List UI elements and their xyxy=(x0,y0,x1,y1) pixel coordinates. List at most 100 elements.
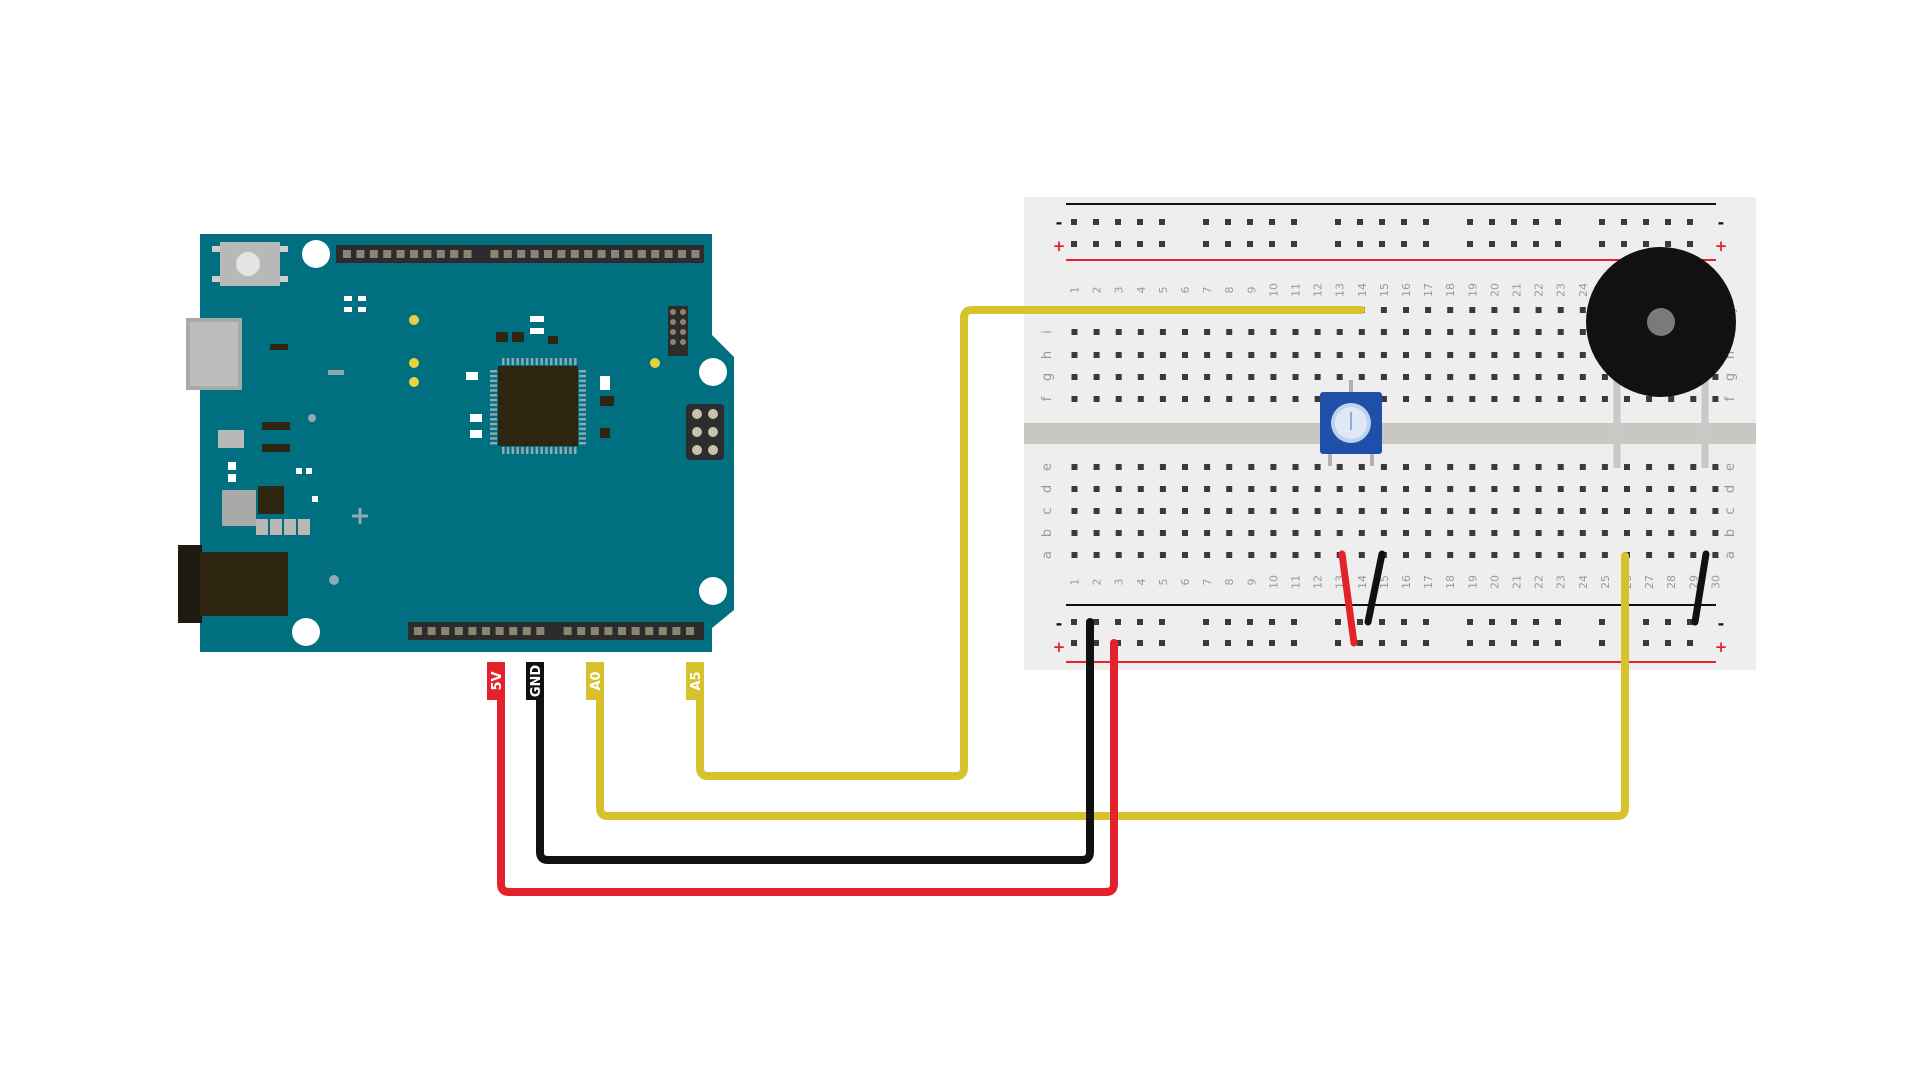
breadboard-hole xyxy=(1182,396,1188,402)
breadboard-hole xyxy=(1624,464,1630,470)
rail-hole xyxy=(1269,619,1275,625)
rail-hole xyxy=(1071,241,1077,247)
pin-label-5v-text: 5V xyxy=(490,671,505,690)
breadboard-hole xyxy=(1712,486,1719,492)
breadboard-hole xyxy=(1248,374,1255,380)
breadboard-hole xyxy=(1469,329,1476,335)
breadboard-hole xyxy=(1314,508,1321,514)
header-pin xyxy=(343,250,351,258)
breadboard-hole xyxy=(1182,486,1188,492)
breadboard-hole xyxy=(1469,374,1476,380)
breadboard-hole xyxy=(1668,396,1675,402)
row-letter: d xyxy=(1723,485,1738,493)
row-letter: g xyxy=(1040,373,1055,381)
breadboard-hole xyxy=(1491,552,1498,558)
wire-5v-to-plus-rail xyxy=(497,639,1118,896)
breadboard-hole xyxy=(1535,486,1542,492)
rail-minus-symbol: - xyxy=(1718,213,1725,232)
column-number: 20 xyxy=(1488,283,1501,297)
breadboard-hole xyxy=(1182,329,1188,335)
rail-hole xyxy=(1511,640,1517,646)
rail-hole xyxy=(1621,219,1627,225)
rail-hole xyxy=(1291,640,1297,646)
rail-hole xyxy=(1291,619,1297,625)
breadboard-hole xyxy=(1557,329,1564,335)
power-jack xyxy=(178,545,288,623)
breadboard-hole xyxy=(1557,552,1564,558)
column-number: 24 xyxy=(1577,575,1590,589)
breadboard-hole xyxy=(1535,352,1542,358)
column-number: 6 xyxy=(1179,287,1192,294)
rail-hole xyxy=(1379,619,1385,625)
breadboard-hole xyxy=(1447,352,1454,358)
rail-hole xyxy=(1511,619,1517,625)
analog-power-header xyxy=(408,622,704,640)
header-pin xyxy=(611,250,619,258)
rail-hole xyxy=(1423,219,1429,225)
breadboard-hole xyxy=(1579,396,1586,402)
breadboard-hole xyxy=(1380,352,1387,358)
rail-hole xyxy=(1643,619,1649,625)
rail-hole xyxy=(1599,219,1605,225)
header-pin xyxy=(490,250,499,258)
breadboard-hole xyxy=(1447,486,1454,492)
breadboard-hole xyxy=(1491,508,1498,514)
breadboard-hole xyxy=(1712,508,1719,514)
header-pin xyxy=(463,250,472,258)
rail-hole xyxy=(1467,640,1473,646)
header-pin xyxy=(631,627,640,635)
column-number: 14 xyxy=(1356,283,1369,297)
breadboard-hole xyxy=(1358,374,1365,380)
column-number: 22 xyxy=(1533,283,1546,297)
breadboard-hole xyxy=(1115,552,1122,558)
breadboard-hole xyxy=(1137,352,1144,358)
breadboard-hole xyxy=(1579,464,1586,470)
breadboard-hole xyxy=(1093,486,1100,492)
column-number: 19 xyxy=(1466,283,1479,297)
wire-gnd-to-minus-rail xyxy=(536,618,1094,864)
rail-hole xyxy=(1247,619,1253,625)
breadboard-hole xyxy=(1292,352,1299,358)
column-number: 29 xyxy=(1687,575,1700,589)
pin-label-a0-text: A0 xyxy=(589,671,604,690)
breadboard-hole xyxy=(1159,552,1166,558)
breadboard-hole xyxy=(1646,552,1653,558)
header-pin xyxy=(658,627,667,635)
breadboard-hole xyxy=(1579,530,1586,536)
breadboard-hole xyxy=(1601,374,1608,380)
breadboard-hole xyxy=(1425,464,1432,470)
breadboard-hole xyxy=(1535,329,1542,335)
breadboard-hole xyxy=(1579,486,1586,492)
rail-hole xyxy=(1489,219,1495,225)
breadboard-hole xyxy=(1226,329,1233,335)
header-pin xyxy=(396,250,405,258)
rail-hole xyxy=(1269,219,1275,225)
breadboard-hole xyxy=(1690,396,1697,402)
rail-hole xyxy=(1137,640,1143,646)
breadboard-hole xyxy=(1137,486,1144,492)
breadboard-hole xyxy=(1425,396,1432,402)
row-letter: e xyxy=(1040,463,1055,471)
breadboard-hole xyxy=(1668,508,1675,514)
breadboard-hole xyxy=(1447,464,1454,470)
breadboard-hole xyxy=(1579,374,1586,380)
header-pin xyxy=(450,250,459,258)
rail-hole xyxy=(1599,241,1605,247)
rail-hole xyxy=(1137,619,1143,625)
breadboard-hole xyxy=(1248,486,1255,492)
breadboard-hole xyxy=(1137,396,1144,402)
breadboard-hole xyxy=(1557,307,1564,313)
mounting-hole xyxy=(699,358,727,386)
breadboard-hole xyxy=(1204,530,1211,536)
rail-hole xyxy=(1687,640,1693,646)
row-letter: a xyxy=(1723,551,1738,559)
breadboard-hole xyxy=(1137,508,1144,514)
breadboard-hole xyxy=(1226,352,1233,358)
column-number: 8 xyxy=(1223,579,1236,586)
header-pin xyxy=(495,627,504,635)
column-number: 2 xyxy=(1091,579,1104,586)
breadboard-hole xyxy=(1403,307,1409,313)
header-pin xyxy=(522,627,531,635)
rail-hole xyxy=(1335,241,1341,247)
column-number: 18 xyxy=(1444,283,1457,297)
